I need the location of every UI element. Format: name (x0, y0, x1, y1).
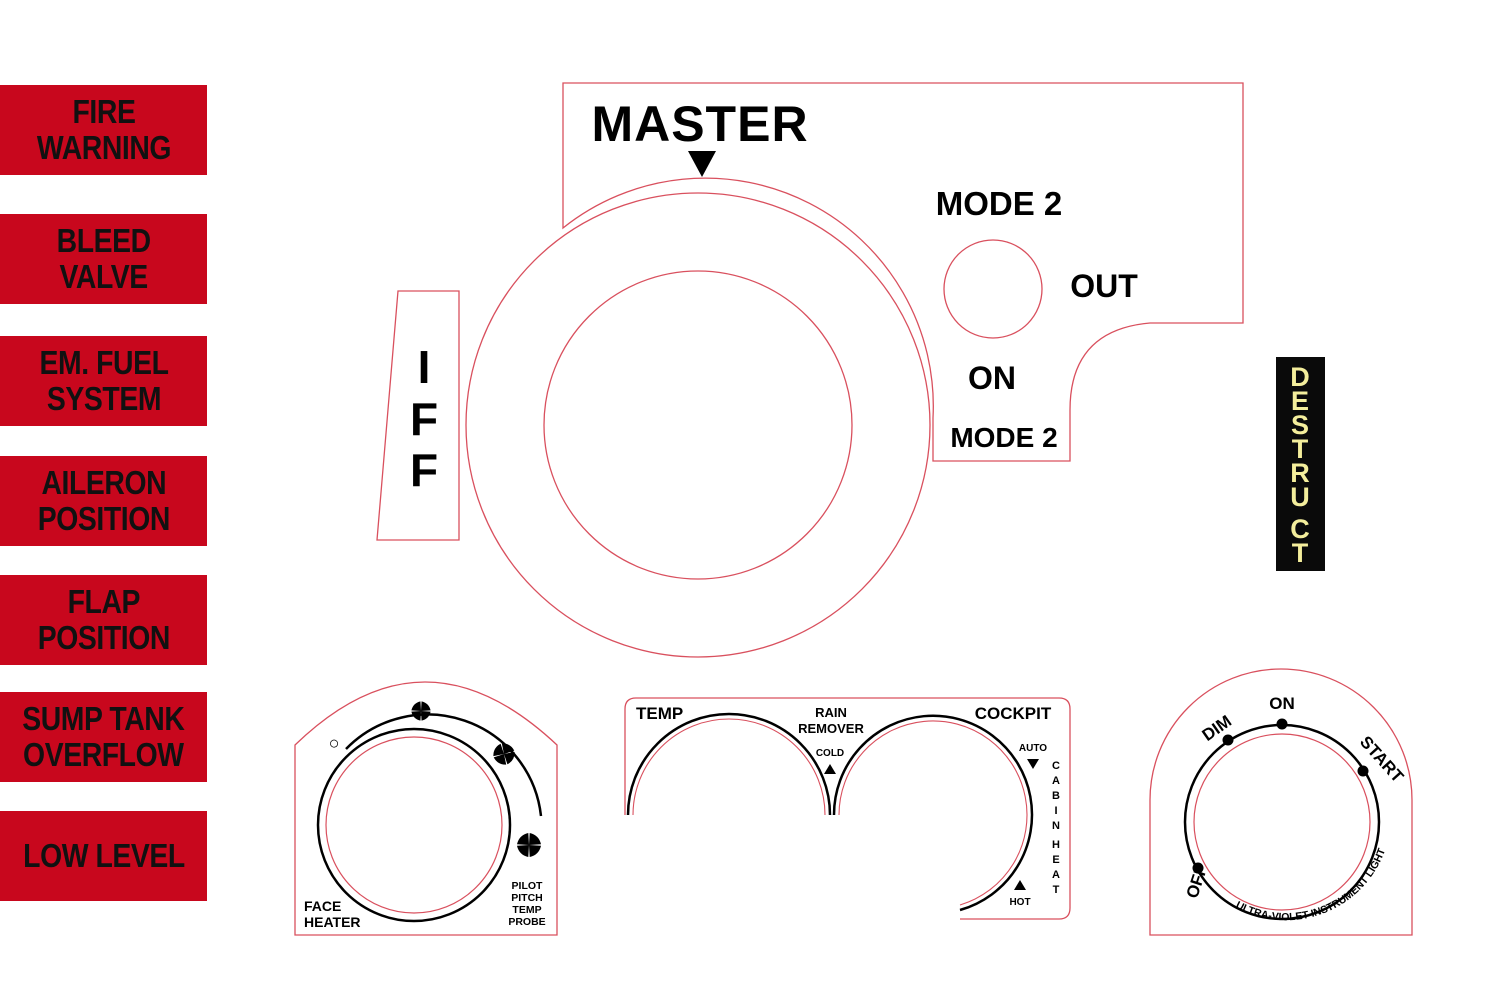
cold-label: COLD (816, 748, 844, 759)
master-out-label: OUT (1070, 268, 1138, 304)
detent-start-dot (1357, 765, 1369, 777)
rain-remover-label-1: RAIN (815, 705, 847, 720)
temp-panel-outline (624, 697, 1071, 920)
destruct-letter: T (1292, 538, 1309, 568)
face-heater-scale-arc (345, 713, 543, 817)
auto-label: AUTO (1019, 743, 1047, 754)
destruct-letter: C (1290, 514, 1310, 544)
temp-knob-arc[interactable] (626, 712, 832, 816)
iff-plate-outline (376, 290, 460, 541)
uv-light-knob-inner[interactable] (1193, 733, 1371, 911)
warning-line-2: POSITION (37, 500, 170, 537)
warning-line-2: OVERFLOW (23, 736, 184, 773)
destruct-letter: T (1292, 434, 1309, 464)
warning-label-low-level: LOW LEVEL (0, 811, 207, 901)
auto-pointer-icon (1027, 759, 1039, 769)
master-panel-outline (562, 82, 1244, 462)
hot-pointer-icon (1014, 880, 1026, 890)
cockpit-knob-arc[interactable] (832, 714, 1034, 912)
face-heater-knob-outer (316, 727, 512, 923)
cabin-heat-letter: N (1052, 820, 1060, 832)
destruct-letter: R (1290, 458, 1310, 488)
detent-on-dot (1276, 718, 1288, 730)
hot-label: HOT (1009, 897, 1030, 908)
mode-switch-button[interactable] (943, 239, 1043, 339)
iff-letter-1: I (418, 341, 431, 393)
temp-label: TEMP (636, 704, 683, 723)
warning-line-2: VALVE (59, 258, 148, 295)
cockpit-label: COCKPIT (975, 704, 1052, 723)
iff-letter-2: F (410, 393, 438, 445)
warning-line-1: LOW LEVEL (22, 837, 185, 874)
detent-off-dot (1192, 862, 1204, 874)
master-knob-inner-ring[interactable] (543, 270, 853, 580)
master-panel: MASTER MODE 2 OUT ON MODE 2 (465, 82, 1244, 658)
master-mode2-bottom-label: MODE 2 (950, 422, 1057, 453)
master-mode2-top-label: MODE 2 (936, 185, 1063, 222)
cabin-heat-letter: A (1052, 775, 1060, 787)
fan-medium-icon (493, 743, 515, 765)
face-heater-outline (294, 681, 558, 936)
fan-high-icon (516, 832, 542, 858)
warning-line-2: WARNING (36, 129, 171, 166)
uv-light-panel-outline (1149, 668, 1413, 936)
warning-line-1: AILERON (41, 464, 166, 501)
master-pointer-triangle-icon (688, 151, 716, 177)
master-on-label: ON (968, 360, 1016, 396)
fan-off-symbol: ○ (329, 733, 340, 753)
probe-label-2: PITCH (511, 892, 543, 904)
cabin-heat-vertical-label: C A B I N H E A T (1052, 760, 1060, 896)
probe-label-4: PROBE (508, 916, 545, 928)
cabin-heat-letter: T (1053, 884, 1060, 896)
destruct-letter: E (1291, 386, 1309, 416)
uv-light-panel: OFF DIM ON START ULTRA-VIOLET INSTRUMENT… (1149, 668, 1413, 936)
detent-dim-dot (1222, 734, 1234, 746)
destruct-background (1276, 357, 1325, 571)
fan-low-icon (411, 701, 431, 721)
cabin-heat-letter: A (1052, 869, 1060, 881)
face-heater-knob-inner[interactable] (325, 736, 503, 914)
temp-knob-arc-inner (632, 718, 826, 816)
cabin-heat-letter: I (1054, 805, 1057, 817)
cabin-heat-letter: C (1052, 760, 1060, 772)
warning-line-1: SUMP TANK (22, 700, 185, 737)
face-heater-label-1: FACE (304, 898, 341, 914)
warning-line-1: FIRE (72, 93, 135, 130)
uv-arc-label-path: ULTRA-VIOLET INSTRUMENT LIGHT (1234, 846, 1389, 923)
warning-line-2: SYSTEM (46, 380, 161, 417)
cabin-heat-letter: H (1052, 839, 1060, 851)
destruct-label: D E S T R U C T (1276, 357, 1325, 571)
cabin-heat-letter: B (1052, 790, 1060, 802)
warning-line-1: FLAP (67, 583, 140, 620)
uv-on-label: ON (1269, 694, 1295, 713)
destruct-letter: U (1290, 482, 1310, 512)
rain-remover-label-2: REMOVER (798, 721, 864, 736)
destruct-letter: S (1291, 410, 1309, 440)
master-title: MASTER (591, 96, 808, 152)
uv-start-label: START (1356, 732, 1408, 786)
cabin-heat-letter: E (1052, 854, 1059, 866)
iff-plate: I F F (376, 290, 460, 541)
cockpit-knob-arc-inner (838, 720, 1028, 906)
temp-panel: TEMP RAIN REMOVER COLD COCKPIT AUTO HOT … (624, 697, 1071, 920)
master-knob-outer-ring[interactable] (465, 192, 931, 658)
warning-line-2: POSITION (37, 619, 170, 656)
warning-line-1: BLEED (56, 222, 151, 259)
destruct-letter: D (1290, 362, 1310, 392)
uv-arc-label: ULTRA-VIOLET INSTRUMENT LIGHT (1234, 846, 1389, 923)
face-heater-label-2: HEATER (304, 914, 361, 930)
probe-label-1: PILOT (512, 880, 544, 892)
cold-pointer-icon (824, 764, 836, 774)
warning-line-1: EM. FUEL (39, 344, 168, 381)
probe-label-3: TEMP (512, 904, 541, 916)
face-heater-panel: ○ FACE HEATER PILOT PITCH TEMP PROBE (294, 681, 558, 936)
iff-letter-3: F (410, 444, 438, 496)
